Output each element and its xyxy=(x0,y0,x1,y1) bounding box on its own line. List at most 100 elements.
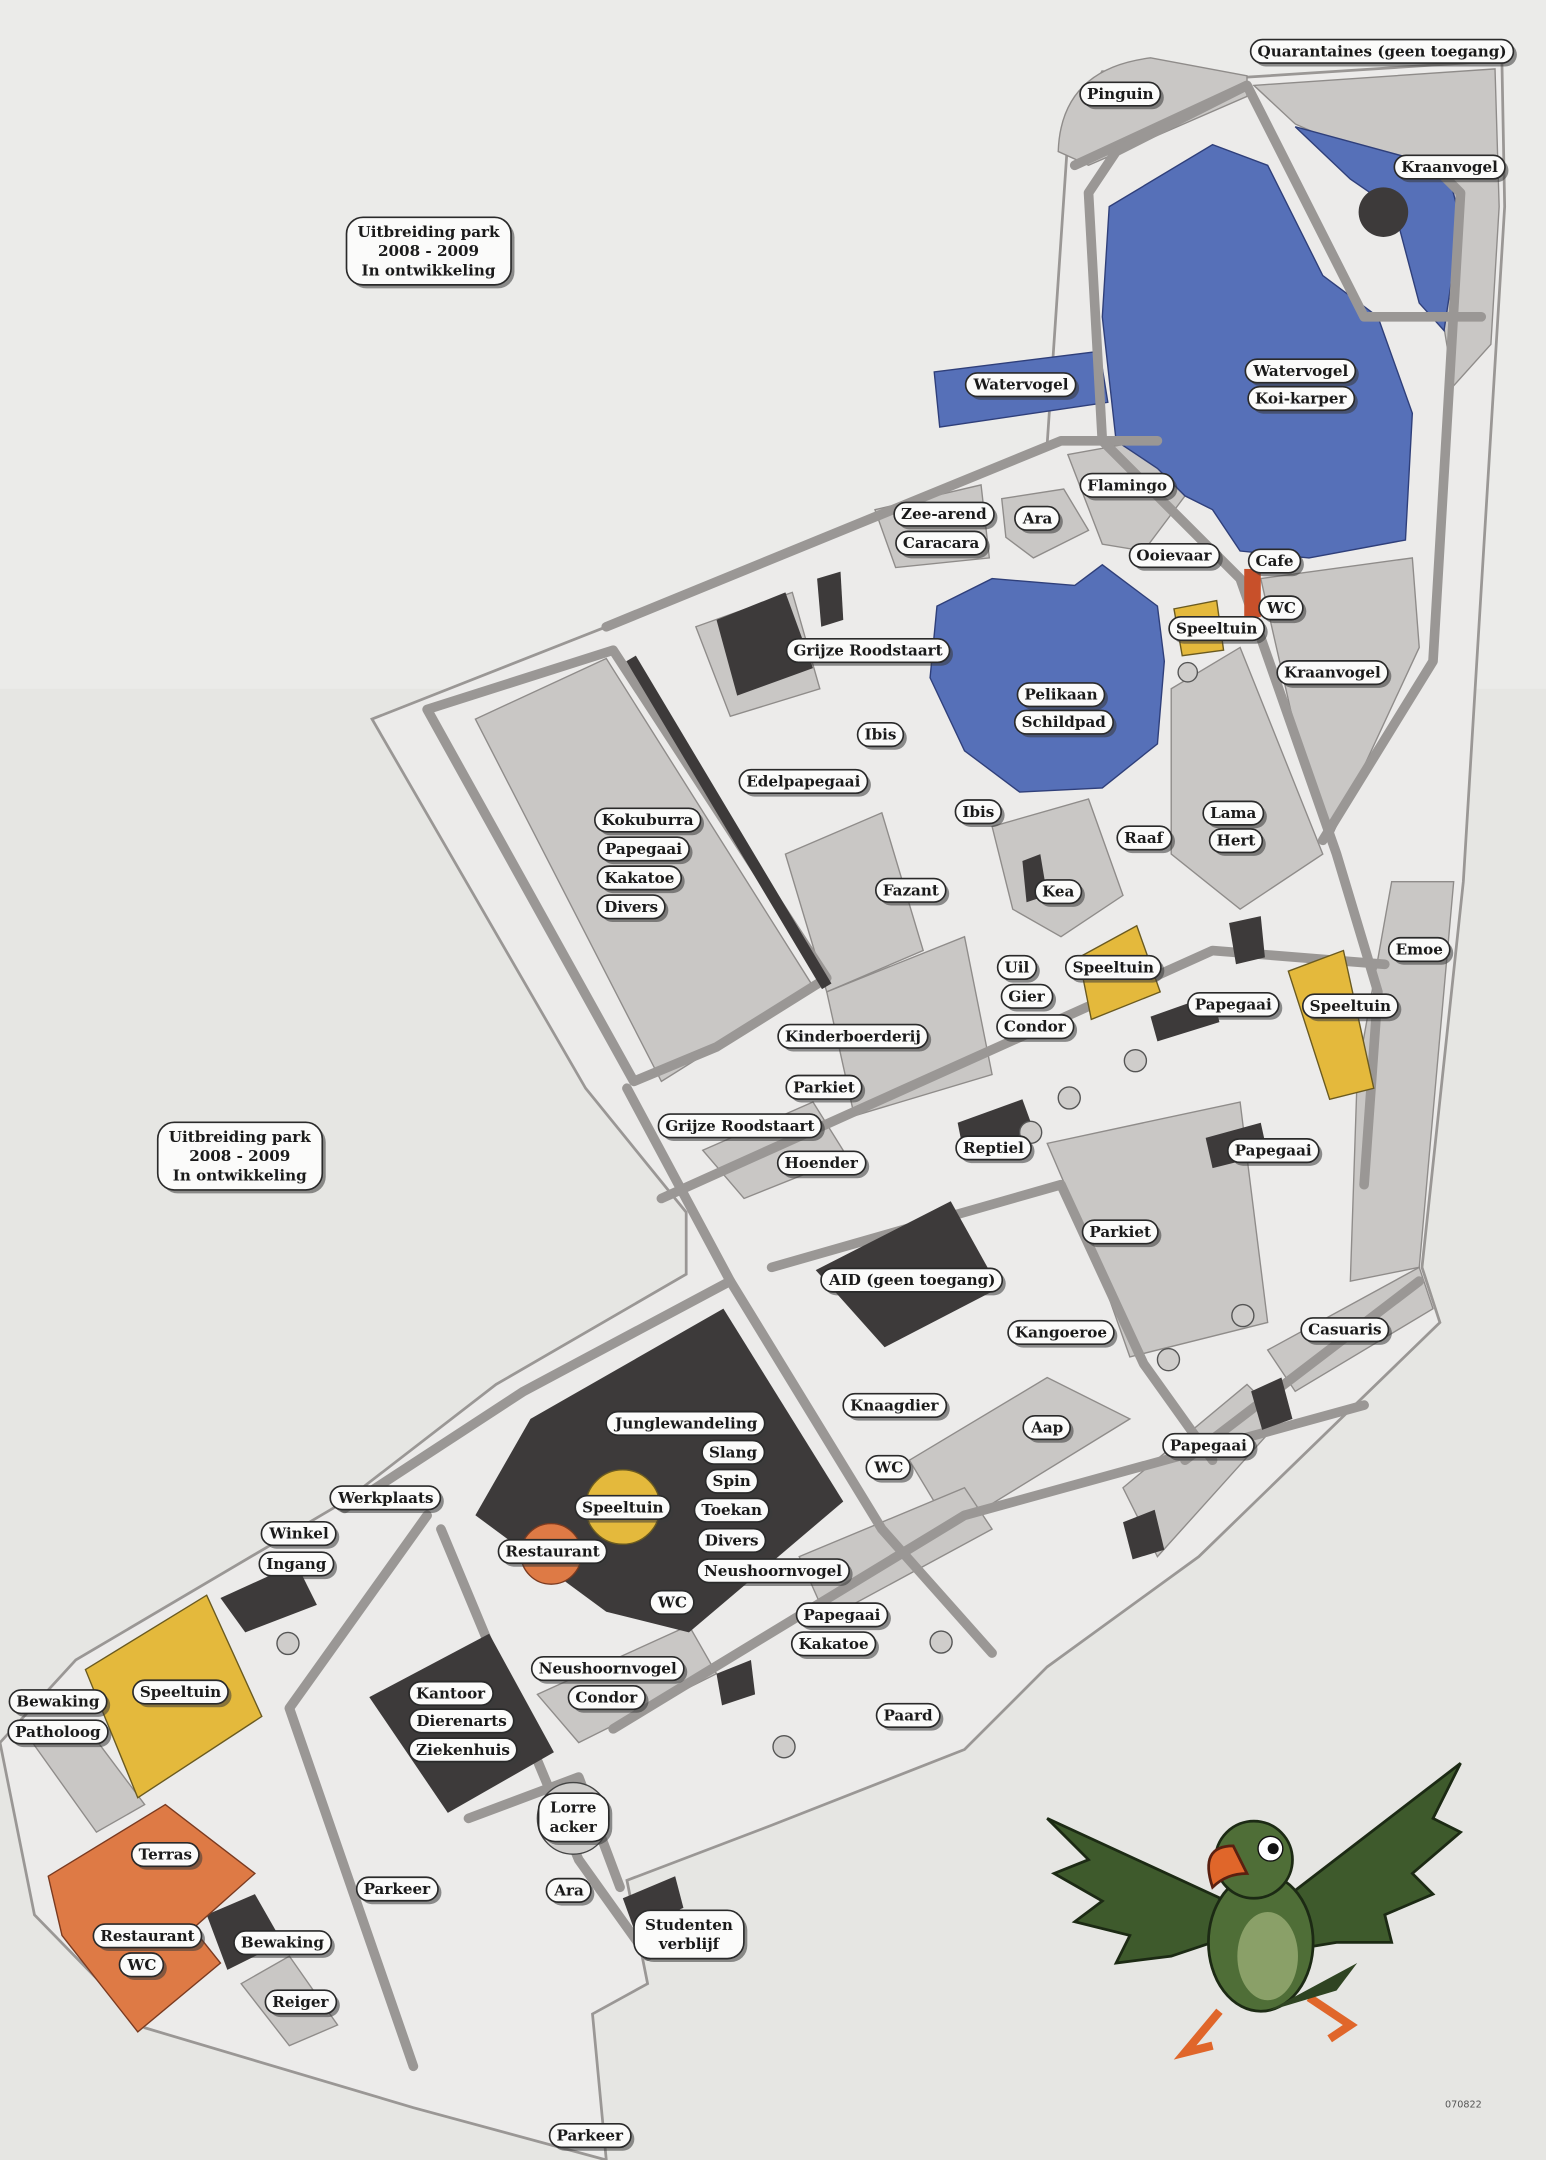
label-papegaai[interactable]: Papegaai xyxy=(1162,1432,1258,1461)
label-kraanvogel[interactable]: Kraanvogel xyxy=(1393,154,1509,183)
label-terras[interactable]: Terras xyxy=(130,1841,203,1870)
label-pelikaan[interactable]: Pelikaan xyxy=(1016,682,1108,710)
label-uil[interactable]: Uil xyxy=(996,954,1040,983)
label-koi-karper[interactable]: Koi-karper xyxy=(1247,385,1358,414)
label-neushoornvogel[interactable]: Neushoornvogel xyxy=(696,1558,853,1586)
label-kantoor[interactable]: Kantoor xyxy=(408,1680,497,1709)
label-kakatoe[interactable]: Kakatoe xyxy=(596,865,685,894)
label-ara[interactable]: Ara xyxy=(545,1877,595,1906)
label-dierenarts[interactable]: Dierenarts xyxy=(408,1708,518,1737)
label-lama[interactable]: Lama xyxy=(1202,800,1267,829)
label-ara[interactable]: Ara xyxy=(1014,505,1063,534)
label-pill xyxy=(1116,825,1173,851)
label-restaurant[interactable]: Restaurant xyxy=(497,1538,611,1567)
label-papegaai[interactable]: Papegaai xyxy=(597,836,693,865)
label-bewaking[interactable]: Bewaking xyxy=(233,1930,335,1958)
label-divers[interactable]: Divers xyxy=(596,894,669,923)
label-slang[interactable]: Slang xyxy=(701,1439,768,1468)
label-edelpapegaai[interactable]: Edelpapegaai xyxy=(738,768,871,797)
label-ingang[interactable]: Ingang xyxy=(258,1551,338,1580)
label-ibis[interactable]: Ibis xyxy=(954,799,1005,827)
label-papegaai[interactable]: Papegaai xyxy=(795,1602,891,1631)
label-speeltuin[interactable]: Speeltuin xyxy=(132,1679,232,1708)
label-speeltuin[interactable]: Speeltuin xyxy=(574,1494,674,1523)
label-pill xyxy=(408,1680,494,1706)
label-restaurant[interactable]: Restaurant xyxy=(92,1923,205,1952)
svg-text:Watervogel: Watervogel xyxy=(973,376,1069,394)
label-grijze-roodstaart[interactable]: Grijze Roodstaart xyxy=(657,1113,825,1142)
label-ooievaar[interactable]: Ooievaar xyxy=(1128,542,1223,571)
label-speeltuin[interactable]: Speeltuin xyxy=(1301,993,1402,1022)
label-condor[interactable]: Condor xyxy=(996,1014,1078,1042)
label-kakatoe[interactable]: Kakatoe xyxy=(790,1631,879,1659)
label-ziekenhuis[interactable]: Ziekenhuis xyxy=(408,1737,521,1766)
label-winkel[interactable]: Winkel xyxy=(260,1521,340,1549)
svg-text:Werkplaats: Werkplaats xyxy=(337,1489,433,1507)
label-cafe[interactable]: Cafe xyxy=(1247,548,1304,577)
label-wc[interactable]: WC xyxy=(649,1589,698,1618)
label-bewaking[interactable]: Bewaking xyxy=(8,1689,111,1717)
label-caracara[interactable]: Caracara xyxy=(895,530,990,559)
label-pill xyxy=(329,1485,442,1511)
label-ibis[interactable]: Ibis xyxy=(856,722,907,750)
label-parkiet[interactable]: Parkiet xyxy=(785,1074,866,1103)
label-parkeer[interactable]: Parkeer xyxy=(355,1876,442,1905)
label-aap[interactable]: Aap xyxy=(1022,1414,1074,1443)
label-hert[interactable]: Hert xyxy=(1208,828,1266,856)
label-paard[interactable]: Paard xyxy=(875,1702,944,1731)
label-papegaai[interactable]: Papegaai xyxy=(1187,992,1283,1020)
label-pill xyxy=(693,1497,770,1523)
svg-text:Aap: Aap xyxy=(1030,1419,1063,1437)
label-fazant[interactable]: Fazant xyxy=(874,877,950,906)
label-reiger[interactable]: Reiger xyxy=(264,1989,340,2018)
label-kraanvogel[interactable]: Kraanvogel xyxy=(1276,660,1392,688)
label-knaagdier[interactable]: Knaagdier xyxy=(842,1392,950,1421)
label-pill xyxy=(820,1267,1004,1293)
label-condor[interactable]: Condor xyxy=(567,1684,649,1713)
label-grijze-roodstaart[interactable]: Grijze Roodstaart xyxy=(785,638,953,666)
label-speeltuin[interactable]: Speeltuin xyxy=(1064,954,1165,983)
label-wc[interactable]: WC xyxy=(865,1454,914,1483)
label-toekan[interactable]: Toekan xyxy=(693,1497,773,1526)
svg-text:Papegaai: Papegaai xyxy=(803,1606,880,1624)
quarantine-note: Quarantaines (geen toegang) xyxy=(1249,38,1517,67)
label-papegaai[interactable]: Papegaai xyxy=(1226,1138,1323,1166)
label-kinderboerderij[interactable]: Kinderboerderij xyxy=(777,1023,932,1052)
label-kangoeroe[interactable]: Kangoeroe xyxy=(1007,1319,1118,1348)
label-pill xyxy=(633,1909,745,1960)
label-patholoog[interactable]: Patholoog xyxy=(7,1719,112,1748)
label-pill xyxy=(596,865,683,891)
label-emoe[interactable]: Emoe xyxy=(1387,936,1454,965)
label-kea[interactable]: Kea xyxy=(1034,879,1085,907)
label-aid[interactable]: AID (geen toegang) xyxy=(820,1267,1006,1296)
label-divers[interactable]: Divers xyxy=(697,1527,769,1556)
label-casuaris[interactable]: Casuaris xyxy=(1300,1317,1392,1345)
label-wc[interactable]: WC xyxy=(1258,595,1307,624)
label-kokuburra[interactable]: Kokuburra xyxy=(593,807,705,836)
label-speeltuin[interactable]: Speeltuin xyxy=(1168,615,1268,644)
label-zee-arend[interactable]: Zee-arend xyxy=(893,501,998,530)
label-neushoornvogel[interactable]: Neushoornvogel xyxy=(530,1656,688,1684)
label-pinguin[interactable]: Pinguin xyxy=(1079,81,1164,110)
label-reptiel[interactable]: Reptiel xyxy=(955,1135,1035,1164)
label-parkeer[interactable]: Parkeer xyxy=(548,2123,635,2151)
label-pill xyxy=(548,2123,632,2149)
svg-text:Kraanvogel: Kraanvogel xyxy=(1284,664,1381,682)
label-pill xyxy=(996,1014,1075,1040)
label-gier[interactable]: Gier xyxy=(1000,983,1057,1012)
label-pill xyxy=(537,1792,610,1843)
label-junglewandeling[interactable]: Junglewandeling xyxy=(605,1410,769,1439)
label-watervogel[interactable]: Watervogel xyxy=(964,372,1080,400)
label-hoender[interactable]: Hoender xyxy=(776,1150,870,1179)
label-raaf[interactable]: Raaf xyxy=(1116,825,1176,854)
svg-text:WC: WC xyxy=(1266,599,1296,617)
label-werkplaats[interactable]: Werkplaats xyxy=(329,1485,444,1513)
label-parkiet[interactable]: Parkiet xyxy=(1081,1219,1162,1248)
label-flamingo[interactable]: Flamingo xyxy=(1079,472,1178,501)
label-wc[interactable]: WC xyxy=(118,1952,167,1980)
label-spin[interactable]: Spin xyxy=(704,1468,762,1497)
label-watervogel[interactable]: Watervogel xyxy=(1244,358,1359,387)
label-schildpad[interactable]: Schildpad xyxy=(1013,709,1117,738)
